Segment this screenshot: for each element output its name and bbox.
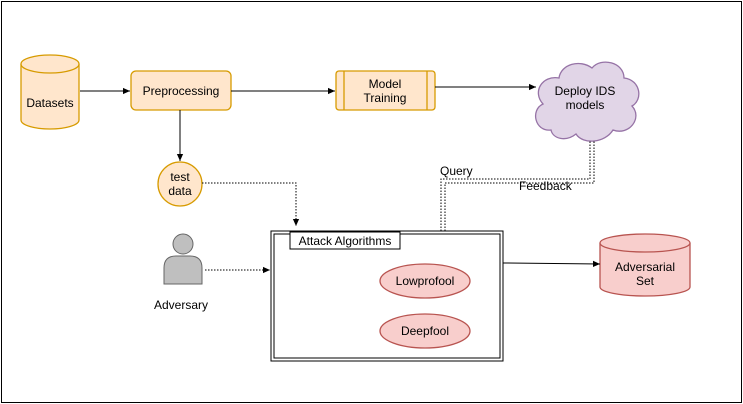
test-data-node: test data (157, 161, 203, 207)
edges (80, 83, 601, 274)
edge-query (440, 141, 591, 231)
test-data-label-line2: data (168, 184, 192, 198)
person-icon (163, 233, 203, 285)
query-label: Query (440, 164, 473, 178)
edge-attack-adversarialset (502, 260, 601, 268)
model-training-node: Model Training (335, 70, 436, 111)
test-data-label-line1: test (170, 170, 190, 184)
attack-algorithms-container: Attack Algorithms Lowprofool Deepfool (270, 230, 504, 362)
feedback-label: Feedback (519, 179, 573, 193)
deploy-ids-node: Deploy IDS models (534, 61, 640, 142)
edge-testdata-attack (202, 182, 300, 226)
deploy-ids-label-line1: Deploy IDS (555, 84, 616, 98)
datasets-label: Datasets (26, 96, 73, 110)
lowprofool-label: Lowprofool (396, 274, 455, 288)
adversarial-set-label-line2: Set (636, 274, 655, 288)
preprocessing-node: Preprocessing (130, 70, 232, 111)
lowprofool-node: Lowprofool (379, 263, 471, 299)
preprocessing-label: Preprocessing (143, 84, 220, 98)
adversary-node: Adversary (154, 233, 208, 312)
adversarial-set-node: Adversarial Set (599, 233, 691, 297)
deepfool-node: Deepfool (379, 313, 471, 349)
model-training-label-line2: Training (364, 91, 407, 105)
attack-algorithms-tab (289, 231, 401, 250)
deploy-ids-label-line2: models (566, 98, 605, 112)
datasets-node: Datasets (20, 54, 80, 130)
edge-feedback (444, 141, 595, 231)
attack-algorithms-label: Attack Algorithms (299, 234, 392, 248)
adversary-label: Adversary (154, 298, 208, 312)
adversarial-set-label-line1: Adversarial (615, 260, 675, 274)
model-training-label-line1: Model (369, 77, 402, 91)
deepfool-label: Deepfool (401, 324, 449, 338)
